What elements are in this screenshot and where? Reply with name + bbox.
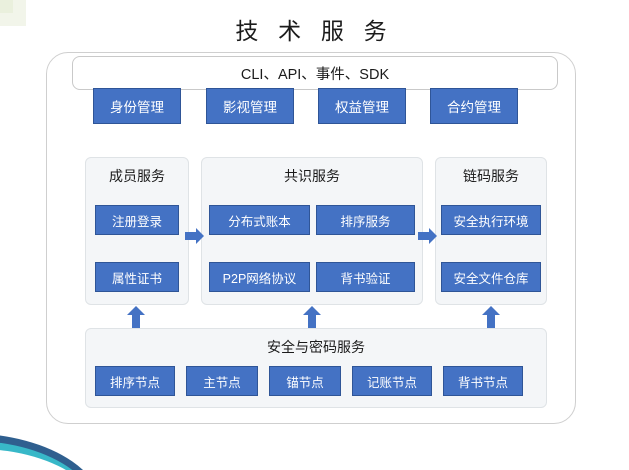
header-box-identity-management[interactable]: 身份管理 bbox=[93, 88, 181, 124]
corner-decoration-top-left-inner bbox=[0, 0, 13, 13]
panel-title: 共识服务 bbox=[284, 168, 340, 184]
header-box-media-management[interactable]: 影视管理 bbox=[206, 88, 294, 124]
box-label: 记账节点 bbox=[366, 375, 417, 390]
box-label: P2P网络协议 bbox=[222, 271, 297, 286]
box-secure-file-repository[interactable]: 安全文件仓库 bbox=[441, 262, 541, 292]
box-anchor-node[interactable]: 锚节点 bbox=[269, 366, 341, 396]
box-label: 安全文件仓库 bbox=[453, 271, 529, 286]
box-ordering-service[interactable]: 排序服务 bbox=[316, 205, 415, 235]
api-bar: CLI、API、事件、SDK bbox=[72, 56, 558, 90]
box-p2p-network-protocol[interactable]: P2P网络协议 bbox=[209, 262, 310, 292]
arrow-up-icon-security-to-member bbox=[126, 306, 146, 328]
panel-title: 链码服务 bbox=[463, 168, 519, 184]
api-bar-label: CLI、API、事件、SDK bbox=[240, 66, 390, 83]
box-endorsement-verification[interactable]: 背书验证 bbox=[316, 262, 415, 292]
panel-title: 安全与密码服务 bbox=[267, 339, 365, 355]
header-box-label: 影视管理 bbox=[223, 100, 277, 115]
arrow-up-icon-security-to-consensus bbox=[302, 306, 322, 328]
page-title: 技 术 服 务 bbox=[235, 19, 394, 44]
box-secure-execution-environment[interactable]: 安全执行环境 bbox=[441, 205, 541, 235]
box-label: 属性证书 bbox=[111, 271, 162, 286]
box-leader-node[interactable]: 主节点 bbox=[186, 366, 258, 396]
header-box-contract-management[interactable]: 合约管理 bbox=[430, 88, 518, 124]
box-label: 主节点 bbox=[203, 375, 241, 390]
box-distributed-ledger[interactable]: 分布式账本 bbox=[209, 205, 310, 235]
header-box-label: 权益管理 bbox=[335, 100, 389, 115]
box-label: 注册登录 bbox=[111, 214, 162, 229]
box-register-login[interactable]: 注册登录 bbox=[95, 205, 179, 235]
box-accounting-node[interactable]: 记账节点 bbox=[352, 366, 432, 396]
panel-title: 成员服务 bbox=[109, 168, 165, 184]
header-box-label: 身份管理 bbox=[110, 100, 164, 115]
box-label: 排序服务 bbox=[340, 214, 391, 229]
box-label: 排序节点 bbox=[109, 375, 160, 390]
arrow-right-icon-consensus-to-chaincode bbox=[418, 226, 438, 246]
arrow-up-icon-security-to-chaincode bbox=[481, 306, 501, 328]
box-endorsement-node[interactable]: 背书节点 bbox=[443, 366, 523, 396]
header-box-rights-management[interactable]: 权益管理 bbox=[318, 88, 406, 124]
box-label: 锚节点 bbox=[286, 375, 324, 390]
arrow-right-icon-member-to-consensus bbox=[185, 226, 205, 246]
header-box-label: 合约管理 bbox=[447, 100, 501, 115]
box-label: 背书节点 bbox=[457, 375, 508, 390]
box-label: 背书验证 bbox=[340, 271, 391, 286]
box-label: 安全执行环境 bbox=[453, 214, 529, 229]
box-label: 分布式账本 bbox=[228, 214, 291, 229]
box-attribute-certificate[interactable]: 属性证书 bbox=[95, 262, 179, 292]
box-ordering-node[interactable]: 排序节点 bbox=[95, 366, 175, 396]
